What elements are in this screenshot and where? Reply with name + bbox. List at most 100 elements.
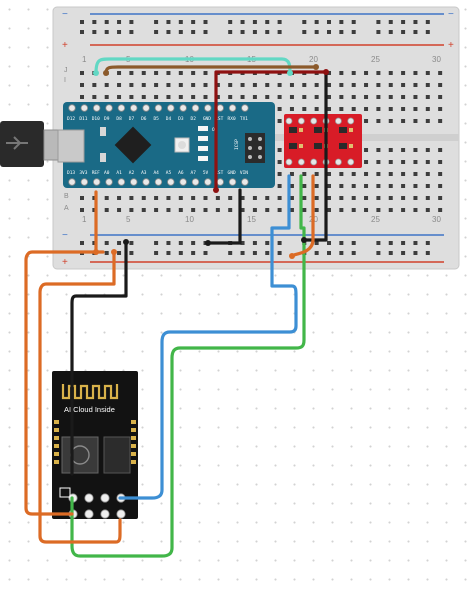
- wire-end: [323, 69, 329, 75]
- led: [198, 146, 208, 151]
- wire-end: [301, 237, 307, 243]
- breadboard-hole: [178, 196, 183, 200]
- pin-label: D10: [92, 116, 100, 122]
- esp-pin: [100, 493, 110, 503]
- breadboard-hole: [388, 172, 393, 176]
- breadboard-hole: [277, 107, 282, 111]
- breadboard-hole: [277, 172, 282, 176]
- breadboard-hole: [166, 95, 171, 99]
- pin-label: D3: [178, 116, 184, 122]
- rail-hole: [178, 251, 183, 255]
- breadboard-hole: [438, 107, 443, 111]
- wire-end: [205, 240, 211, 246]
- rail-hole: [425, 251, 430, 255]
- esp-label-box: [59, 487, 71, 498]
- pin-label: D12: [67, 116, 75, 122]
- rail-hole: [178, 30, 183, 34]
- wire-black-gnd: [70, 240, 128, 476]
- rail-hole: [388, 251, 393, 255]
- esp-pin: [100, 509, 110, 519]
- rail-hole: [104, 241, 109, 245]
- breadboard-hole: [376, 172, 381, 176]
- breadboard-hole: [117, 196, 122, 200]
- breadboard-hole: [351, 71, 356, 75]
- breadboard-hole: [376, 71, 381, 75]
- esp-pad: [131, 444, 136, 448]
- arduino-pin: [117, 104, 126, 112]
- pin-label: GND: [203, 116, 211, 122]
- rail-hole: [314, 30, 319, 34]
- arduino-pin: [105, 178, 113, 186]
- arduino-pin: [241, 104, 249, 112]
- pin-label: A2: [129, 170, 135, 176]
- esp-pad: [131, 436, 136, 440]
- breadboard-hole: [277, 119, 282, 123]
- component: [100, 127, 106, 136]
- rail-hole: [154, 241, 159, 245]
- rail-hole: [314, 20, 319, 24]
- arduino-pin: [191, 104, 200, 112]
- rail-hole: [117, 251, 122, 255]
- breadboard-hole: [388, 208, 393, 212]
- row-letter-i: I: [64, 77, 66, 84]
- rail-plus-label-bottom: +: [62, 257, 68, 268]
- pin-label: D4: [166, 116, 172, 122]
- breadboard-hole: [154, 71, 159, 75]
- breadboard-hole: [339, 83, 344, 87]
- rail-hole: [388, 241, 393, 245]
- breadboard-hole: [80, 71, 84, 75]
- breadboard-hole: [388, 71, 393, 75]
- breadboard-hole: [92, 208, 97, 212]
- esp-pad: [131, 428, 136, 432]
- breadboard-hole: [314, 196, 319, 200]
- breadboard-hole: [388, 83, 393, 87]
- breadboard-hole: [314, 107, 319, 111]
- rail-hole: [166, 251, 171, 255]
- breadboard-hole: [166, 196, 171, 200]
- shifter-resistor: [299, 144, 303, 148]
- breadboard-hole: [438, 71, 443, 75]
- col-num-bottom: 30: [432, 215, 441, 224]
- col-num-bottom: 15: [247, 215, 256, 224]
- icsp-pin: [248, 155, 252, 159]
- arduino-pin: [142, 104, 150, 112]
- rail-hole: [203, 251, 208, 255]
- breadboard-hole: [401, 172, 406, 176]
- rail-minus-label-bottom: −: [62, 230, 68, 241]
- breadboard-hole: [302, 172, 307, 176]
- breadboard-hole: [425, 95, 430, 99]
- arduino-pin: [216, 104, 224, 112]
- rail-hole: [80, 20, 84, 24]
- breadboard-hole: [154, 208, 159, 212]
- breadboard-hole: [265, 208, 270, 212]
- breadboard-hole: [92, 196, 97, 200]
- shifter-pin: [297, 158, 305, 166]
- breadboard-hole: [339, 172, 344, 176]
- rail-hole: [228, 251, 233, 255]
- breadboard-hole: [302, 196, 307, 200]
- breadboard-hole: [240, 83, 245, 87]
- rail-hole: [92, 241, 97, 245]
- wire-black-shifter: [302, 71, 328, 242]
- col-num-bottom: 5: [126, 215, 131, 224]
- pin-label: D11: [79, 116, 87, 122]
- rail-hole: [129, 241, 134, 245]
- breadboard-hole: [80, 208, 84, 212]
- rail-hole: [240, 251, 245, 255]
- rail-hole: [277, 20, 282, 24]
- rail-hole: [265, 20, 270, 24]
- icsp-pin: [258, 137, 262, 141]
- breadboard-hole: [265, 83, 270, 87]
- usb-icon: [6, 136, 28, 150]
- arduino-pin: [228, 178, 237, 186]
- antenna-trace: [61, 384, 119, 400]
- breadboard-hole: [240, 196, 245, 200]
- breadboard-hole: [277, 148, 282, 152]
- arduino-pin: [80, 178, 89, 186]
- breadboard-hole: [327, 172, 331, 176]
- pin-label: REF: [92, 170, 100, 176]
- breadboard-hole: [425, 119, 430, 123]
- rail-hole: [129, 251, 134, 255]
- wire-end: [93, 70, 99, 76]
- breadboard-hole: [154, 95, 159, 99]
